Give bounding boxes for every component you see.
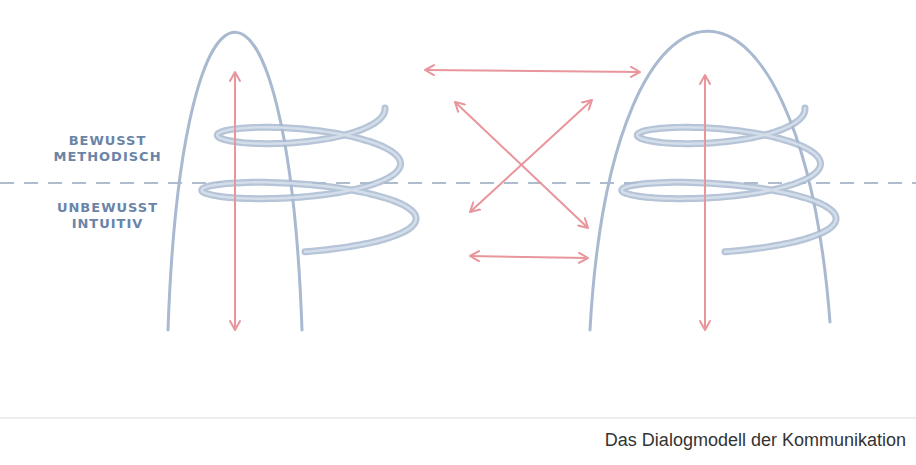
divider-dashed — [0, 182, 916, 184]
spiral — [622, 108, 836, 252]
exchange-arrow — [470, 256, 588, 258]
spiral-highlight — [202, 108, 416, 252]
vertical-arrow — [704, 75, 706, 330]
spiral — [202, 108, 416, 252]
caption-rule — [0, 418, 916, 419]
spiral-highlight — [622, 108, 836, 252]
level-label: UNBEWUSST INTUITIV — [45, 200, 170, 232]
exchange-arrow — [470, 100, 592, 212]
vertical-arrow — [234, 72, 236, 330]
caption: Das Dialogmodell der Kommunikation — [605, 430, 906, 451]
level-label: BEWUSST METHODISCH — [45, 133, 170, 165]
exchange-arrow — [425, 70, 640, 72]
